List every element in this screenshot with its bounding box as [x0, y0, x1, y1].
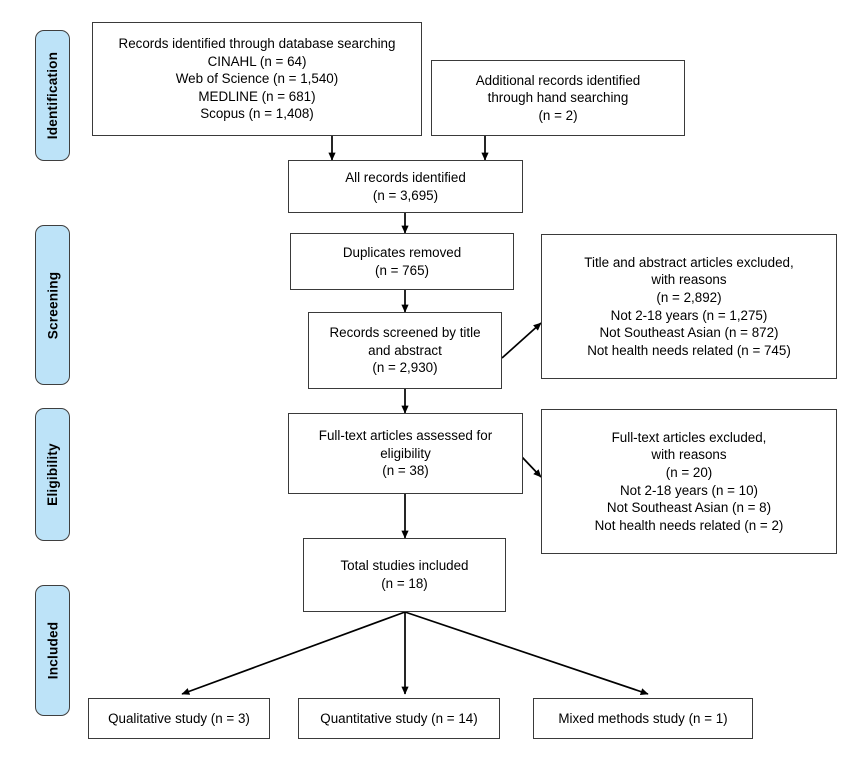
- box-records-screened: Records screened by title and abstract (…: [308, 312, 502, 389]
- stage-tab-included: Included: [35, 585, 70, 716]
- box-fulltext-assessed: Full-text articles assessed for eligibil…: [288, 413, 523, 494]
- stage-tab-screening-label: Screening: [45, 271, 60, 339]
- stage-tab-included-label: Included: [45, 621, 60, 680]
- stage-tab-eligibility-label: Eligibility: [45, 443, 60, 506]
- stage-tab-eligibility: Eligibility: [35, 408, 70, 541]
- box-duplicates-removed: Duplicates removed (n = 765): [290, 233, 514, 290]
- box-database-search: Records identified through database sear…: [92, 22, 422, 136]
- box-quantitative-study: Quantitative study (n = 14): [298, 698, 500, 739]
- box-hand-search: Additional records identified through ha…: [431, 60, 685, 136]
- stage-tab-identification: Identification: [35, 30, 70, 161]
- box-mixed-methods-study: Mixed methods study (n = 1): [533, 698, 753, 739]
- box-title-abstract-excluded: Title and abstract articles excluded, wi…: [541, 234, 837, 379]
- box-all-records-identified: All records identified (n = 3,695): [288, 160, 523, 213]
- stage-tab-identification-label: Identification: [45, 51, 61, 140]
- box-qualitative-study: Qualitative study (n = 3): [88, 698, 270, 739]
- box-fulltext-excluded: Full-text articles excluded, with reason…: [541, 409, 837, 554]
- stage-tab-screening: Screening: [35, 225, 70, 385]
- box-total-studies-included: Total studies included (n = 18): [303, 538, 506, 612]
